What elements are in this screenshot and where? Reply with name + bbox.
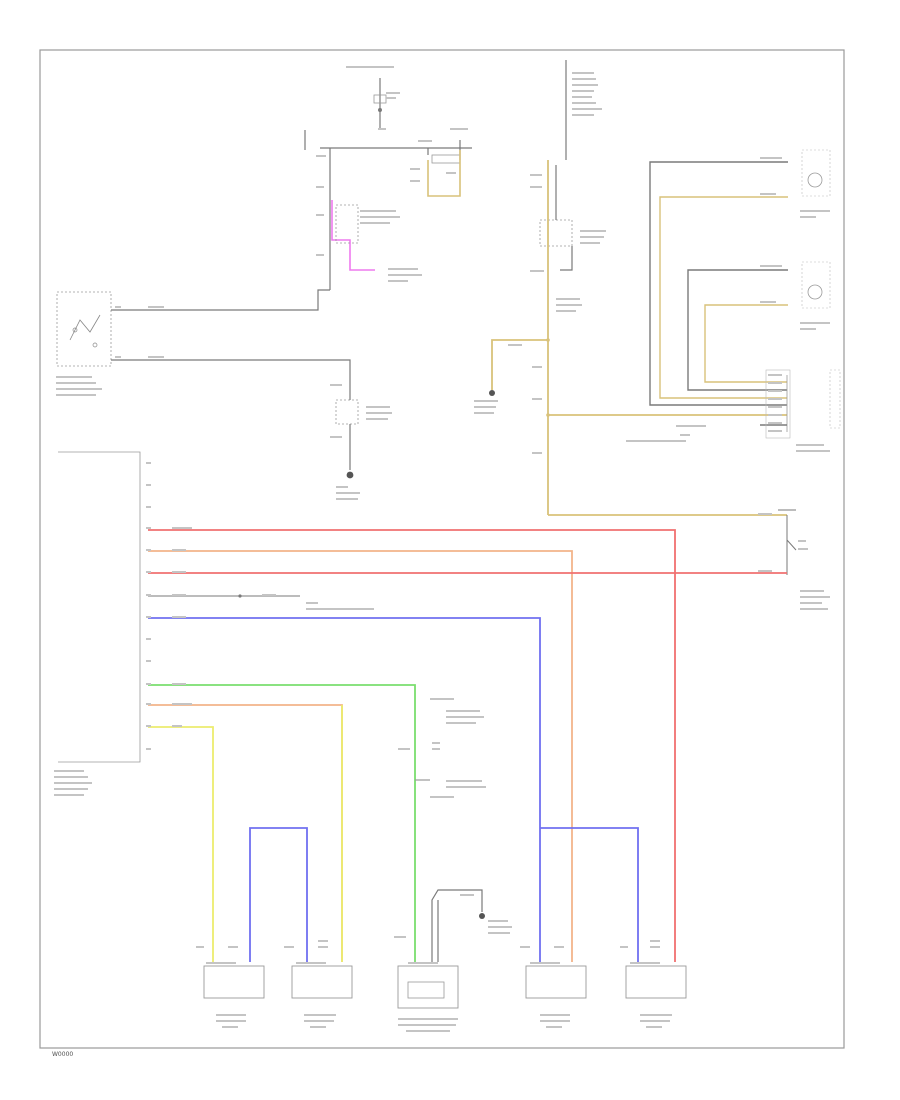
transmission-switch (56, 291, 112, 367)
splice-trunk-2 (546, 413, 550, 417)
power-feed (304, 60, 567, 290)
lamp-right (801, 149, 831, 309)
fuse-top (373, 94, 461, 164)
ground-left (346, 471, 354, 479)
connector-right (765, 369, 841, 439)
lamp-wires (649, 161, 788, 432)
center-sensor-wires (415, 779, 483, 962)
ground-mid (489, 390, 495, 396)
sensor-right-rear (625, 965, 687, 999)
switch-right (778, 509, 797, 575)
control-unit-wires (148, 529, 787, 962)
tan-trunk (491, 160, 787, 516)
ground-center (479, 913, 485, 919)
blue-sensor-loops (249, 827, 639, 962)
tan-wire-top (427, 150, 461, 197)
diagram-border (39, 49, 845, 1049)
drawing-code: W0000 (52, 1051, 73, 1058)
sensor-left-rear (525, 965, 587, 999)
pink-wire (331, 200, 375, 271)
splice-top (378, 108, 382, 112)
sensor-right-front (291, 965, 353, 999)
relay-module (335, 204, 573, 425)
sensor-left-front (203, 965, 265, 999)
control-unit (58, 451, 141, 763)
splice-trunk-1 (546, 338, 550, 342)
illegible-label-marks (54, 66, 830, 1032)
sensor-center (397, 965, 459, 1009)
switch-wires (111, 289, 351, 470)
trunk-dark-segment (555, 165, 573, 271)
splice-ctrl (238, 594, 242, 598)
